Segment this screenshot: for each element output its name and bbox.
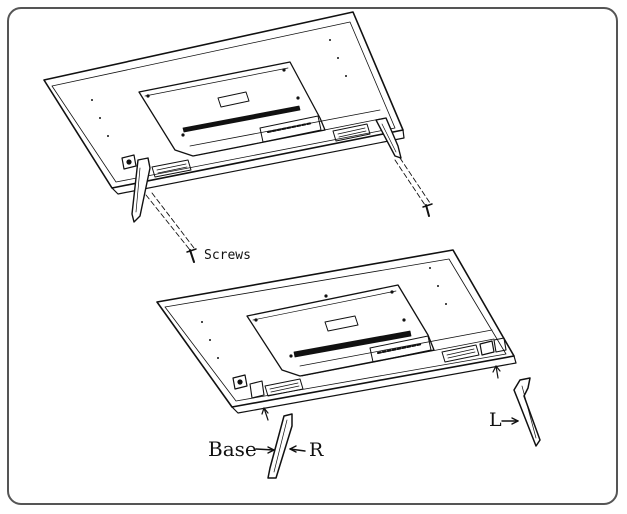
screw-guide-lines (145, 157, 431, 251)
screws-label: Screws (204, 248, 251, 263)
stand-leg-left (513, 377, 541, 447)
stand-leg-right (267, 413, 293, 479)
left-stand-label: L (489, 409, 502, 431)
label-arrows (255, 417, 519, 454)
right-stand-label: R (309, 439, 324, 461)
screw-icon (186, 203, 433, 263)
tv-back-bottom (156, 249, 517, 414)
tv-back-top (43, 11, 405, 223)
base-label: Base (208, 437, 257, 461)
insert-arrow-icon (261, 365, 501, 421)
